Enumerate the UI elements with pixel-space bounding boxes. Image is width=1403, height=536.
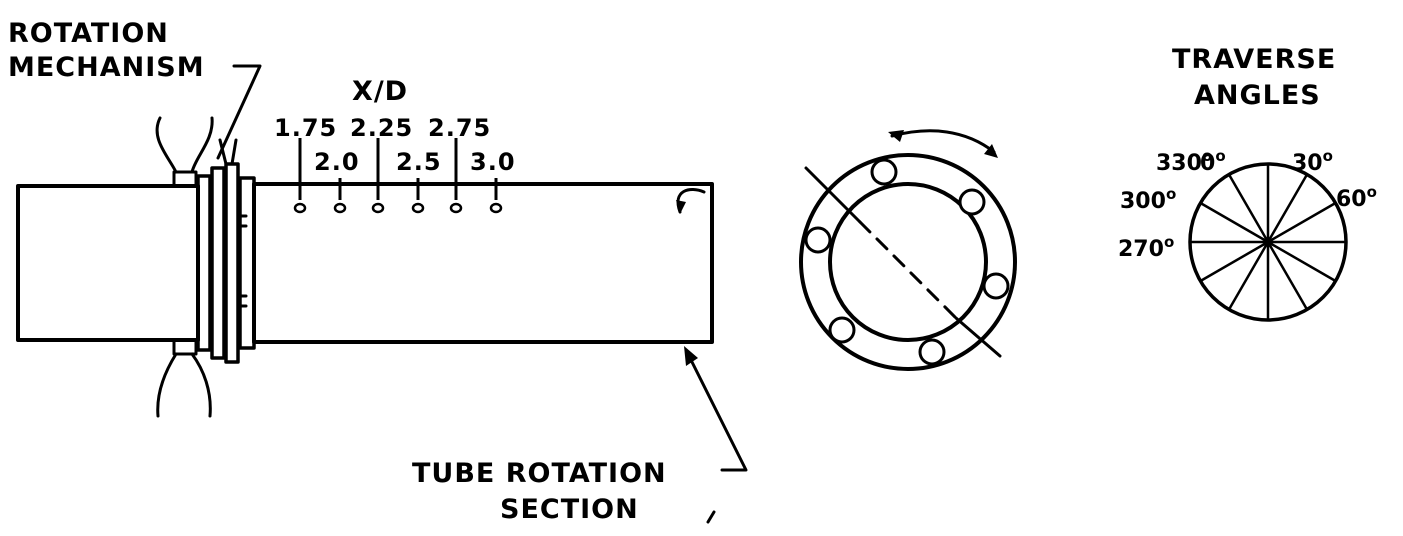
angle-label-30: 30o	[1292, 147, 1333, 176]
tube-rotation-section-line1: TUBE ROTATION	[412, 458, 667, 489]
angle-label-60: 60o	[1336, 183, 1377, 212]
section-line-lower	[954, 316, 1002, 358]
tube-rotation-section-leader	[690, 360, 748, 472]
rotation-mechanism-line1: ROTATION	[8, 18, 169, 49]
angle-spoke	[1267, 201, 1337, 244]
angle-value: 300	[1120, 189, 1166, 214]
top-handle-right	[190, 116, 214, 174]
tube-assembly	[16, 116, 714, 418]
probe-port	[870, 158, 898, 186]
traverse-angles-line2: ANGLES	[1194, 80, 1321, 111]
upstream-tube-section	[16, 184, 200, 342]
degree-symbol: o	[1367, 183, 1377, 201]
xd-label-2-75: 2.75	[428, 114, 491, 142]
rotation-arrowhead-left	[888, 130, 904, 142]
tube-cross-section	[799, 129, 1017, 371]
xd-label-2-25: 2.25	[350, 114, 413, 142]
top-handle-left	[155, 116, 178, 174]
probe-port	[918, 338, 946, 366]
xd-label-2-5: 2.5	[396, 148, 442, 176]
angle-spoke	[1199, 240, 1269, 283]
angle-spoke	[1199, 201, 1269, 244]
rotation-mechanism-leader	[216, 64, 262, 160]
angle-label-330: 330o	[1156, 147, 1212, 176]
degree-symbol: o	[1323, 147, 1333, 165]
angle-spoke	[1266, 173, 1309, 243]
bottom-clamp	[172, 338, 198, 356]
angle-label-0: 0o	[1200, 147, 1226, 176]
traverse-angles-line1: TRAVERSE	[1172, 44, 1336, 75]
flange-bolts	[236, 214, 248, 308]
xd-station-hole	[293, 202, 307, 214]
degree-symbol: o	[1166, 185, 1176, 203]
flange-4	[238, 176, 256, 350]
probe-port	[958, 188, 986, 216]
probe-port	[982, 272, 1010, 300]
tube-rotation-section-label: TUBE ROTATION SECTION	[412, 346, 748, 525]
xd-station-hole	[333, 202, 347, 214]
angle-value: 330	[1156, 151, 1202, 176]
probe-port	[804, 226, 832, 254]
degree-symbol: o	[1202, 147, 1212, 165]
probe-ports	[804, 158, 1010, 366]
tube-rotation-section-body	[252, 182, 714, 344]
degree-symbol: o	[1215, 147, 1225, 165]
angle-spoke	[1266, 241, 1309, 311]
flange-2	[210, 166, 226, 360]
section-line-upper	[804, 166, 862, 224]
leader-arrowhead	[684, 346, 698, 366]
xd-station-hole	[489, 202, 503, 214]
bottom-handle-right	[190, 352, 212, 418]
rotation-mechanism-line2: MECHANISM	[8, 52, 205, 83]
xd-label-2-0: 2.0	[314, 148, 360, 176]
tube-rotation-arrowhead	[676, 200, 686, 214]
xd-station-hole	[449, 202, 463, 214]
cross-section-inner-ring	[828, 182, 988, 342]
rotation-arrowhead-right	[984, 144, 998, 158]
section-tick-mark	[706, 510, 716, 524]
cross-section-outer-ring	[799, 153, 1017, 371]
section-line-dashed	[858, 220, 958, 320]
tube-rotation-section-line2: SECTION	[500, 494, 639, 525]
angle-rose-spokes	[1190, 164, 1346, 320]
rotation-mechanism-label: ROTATION MECHANISM	[8, 18, 262, 160]
angle-spoke	[1227, 173, 1270, 243]
angle-value: 0	[1200, 151, 1215, 176]
angle-value: 60	[1336, 187, 1367, 212]
angle-spoke	[1227, 241, 1270, 311]
angle-label-300: 300o	[1120, 185, 1176, 214]
xd-station-hole	[371, 202, 385, 214]
angle-spoke	[1267, 240, 1337, 283]
degree-symbol: o	[1164, 233, 1174, 251]
cross-section-rotation-arrow	[890, 129, 996, 154]
top-clamp	[172, 170, 198, 188]
probe-port	[828, 316, 856, 344]
xd-label-3-0: 3.0	[470, 148, 516, 176]
angle-value: 30	[1292, 151, 1323, 176]
xd-title: X/D	[352, 76, 408, 107]
angle-label-270: 270o	[1118, 233, 1174, 262]
xd-station-hole	[411, 202, 425, 214]
flange-pin	[218, 138, 238, 166]
xd-label-1-75: 1.75	[274, 114, 337, 142]
angle-value: 270	[1118, 237, 1164, 262]
xd-stations: X/D 1.75 2.25 2.75 2.0 2.5 3.0	[274, 76, 516, 214]
flange-3	[224, 162, 240, 364]
flange-1	[196, 174, 212, 352]
bottom-handle-left	[156, 352, 178, 418]
